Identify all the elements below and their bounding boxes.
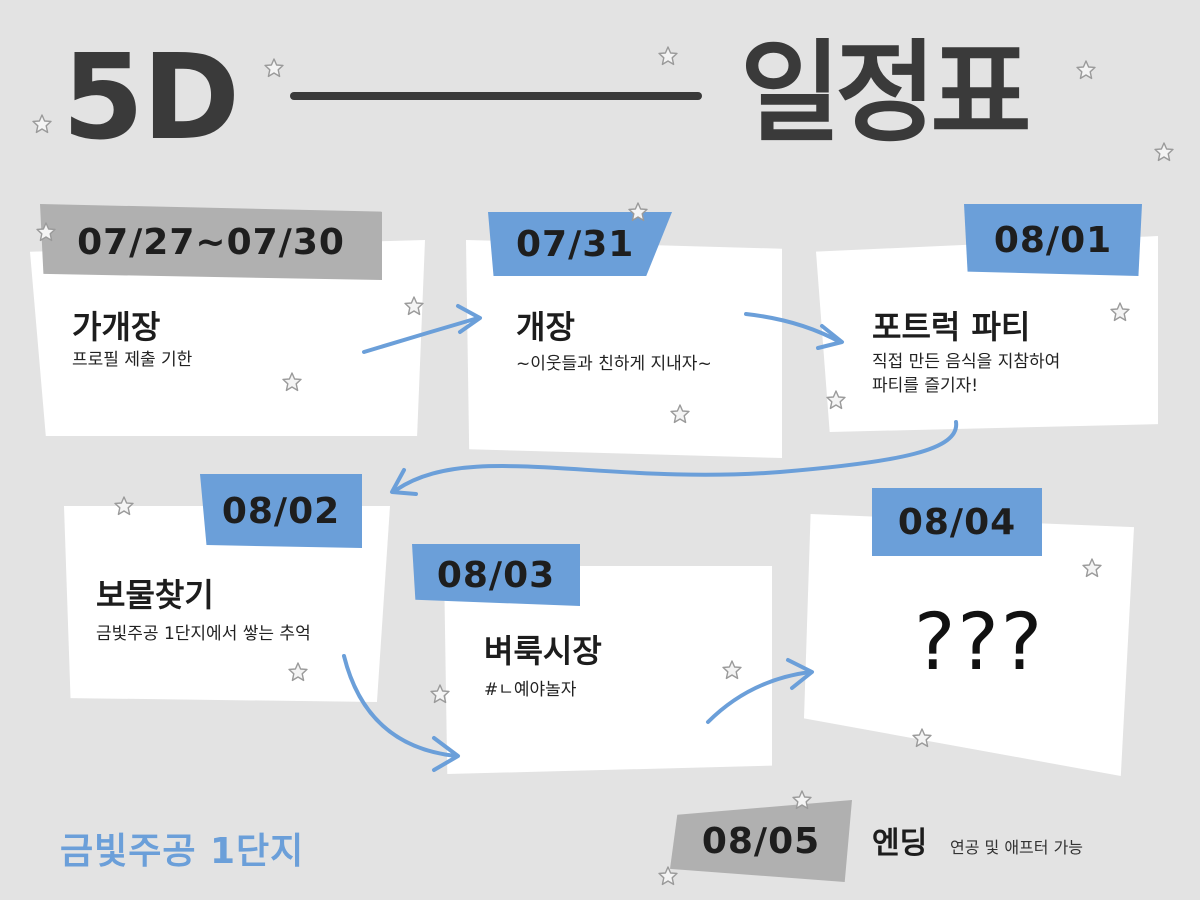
event-desc-2: ~이웃들과 친하게 지내자~ [516, 354, 712, 374]
star-icon [32, 114, 52, 134]
star-icon [658, 866, 678, 886]
event-date-tag-2: 07/31 [488, 212, 672, 276]
event-desc-3-line1: 직접 만든 음식을 지참하여 [872, 352, 1061, 372]
star-icon [264, 58, 284, 78]
event-date-tag-5: 08/03 [412, 544, 580, 606]
event-desc-3-line2: 파티를 즐기자! [872, 376, 979, 396]
event-desc-5: #ㄴ예야놀자 [484, 680, 577, 700]
event-date-tag-1: 07/27~07/30 [40, 204, 382, 280]
title-divider [290, 92, 702, 100]
footer-brand: 금빛주공 1단지 [60, 831, 305, 872]
event-desc-1: 프로필 제출 기한 [72, 350, 193, 370]
event-title-2: 개장 [516, 308, 575, 346]
event-date-tag-4: 08/02 [200, 474, 362, 548]
ending-title: 엔딩 [872, 826, 928, 861]
event-title-1: 가개장 [72, 308, 161, 346]
event-date-tag-6: 08/04 [872, 488, 1042, 556]
event-desc-4: 금빛주공 1단지에서 쌓는 추억 [96, 624, 311, 644]
event-date-tag-3: 08/01 [964, 204, 1142, 276]
star-icon [1076, 60, 1096, 80]
event-title-3: 포트럭 파티 [872, 308, 1031, 346]
ending-date-tag: 08/05 [670, 800, 852, 882]
event-title-4: 보물찾기 [96, 576, 214, 614]
star-icon [658, 46, 678, 66]
star-icon [1154, 142, 1174, 162]
event-title-5: 벼룩시장 [484, 632, 602, 670]
ending-desc: 연공 및 애프터 가능 [950, 838, 1084, 857]
title-5d: 5D [62, 28, 240, 166]
event-mystery-text: ??? [914, 598, 1045, 688]
title-schedule: 일정표 [740, 29, 1032, 157]
arrow-3-to-4-head [390, 468, 418, 496]
